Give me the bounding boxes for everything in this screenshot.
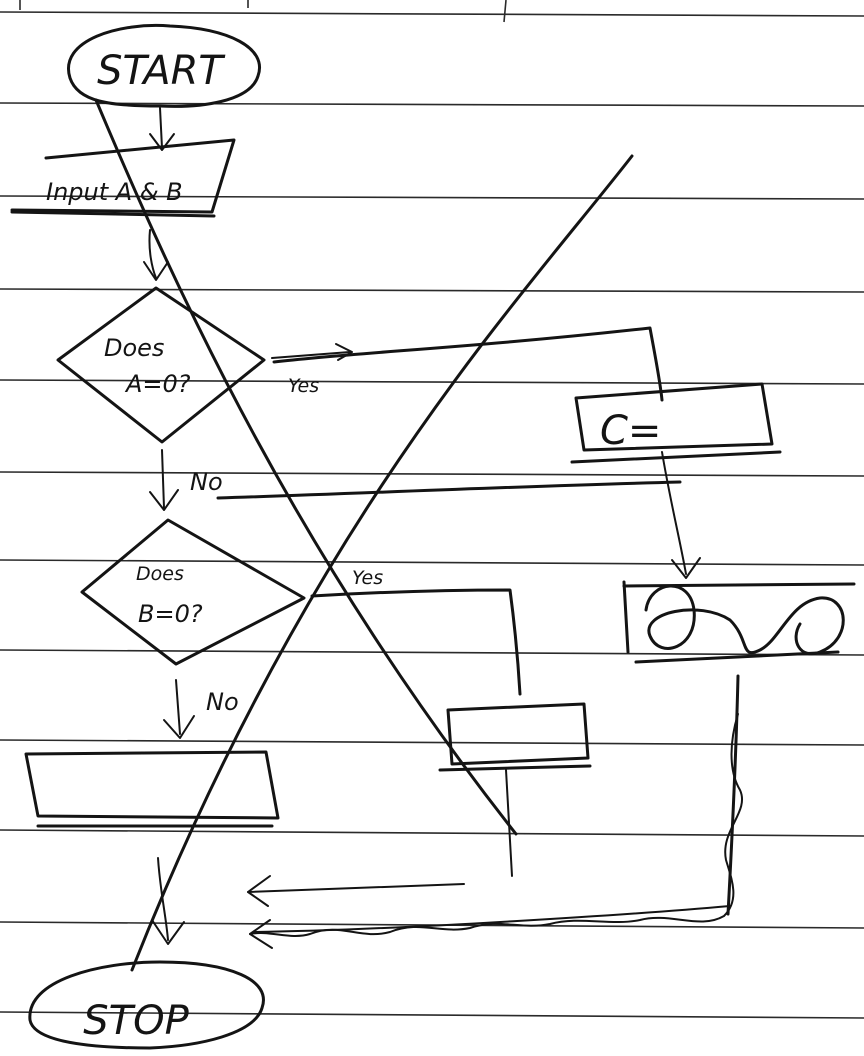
return-arrow-upper (247, 875, 465, 907)
stop-terminal: STOP (28, 960, 265, 1050)
decision-a-line1: Does (104, 334, 164, 362)
stop-oval (28, 960, 265, 1050)
no-label-a: No (190, 468, 223, 496)
input-parallelogram: Input A & B (10, 138, 236, 218)
process-box-left-rect (24, 750, 280, 820)
scribble-loops (644, 584, 845, 656)
return-path-scribble (249, 713, 743, 937)
assign-c-rect (574, 382, 774, 452)
return-path-right (249, 674, 743, 949)
strike-through-x (94, 98, 634, 972)
process-box-left (24, 750, 280, 828)
strike-line-2 (130, 154, 634, 972)
process-box-middle-rect (446, 702, 590, 766)
decision-a: Does A=0? (56, 286, 266, 444)
yes-label-a: Yes (288, 375, 319, 397)
input-shape (10, 138, 236, 214)
stop-label: STOP (83, 998, 189, 1044)
process-box-middle (438, 702, 592, 877)
yes-branch-b: Yes (310, 567, 522, 696)
assign-c-box: C= (570, 382, 782, 464)
ruled-lines (0, 0, 864, 1019)
start-oval (67, 23, 261, 108)
yes-label-b: Yes (352, 567, 383, 589)
start-terminal: START (67, 23, 261, 108)
scribbled-output-box (622, 580, 856, 664)
decision-a-line2: A=0? (124, 370, 191, 398)
assign-c-label: C= (600, 408, 661, 454)
strike-line-1 (94, 98, 518, 836)
decision-b-line1: Does (136, 563, 184, 585)
no-branch-b: No (163, 679, 239, 739)
arrow-start-to-input (149, 107, 175, 151)
input-label: Input A & B (46, 178, 183, 206)
arrow-to-stop (151, 857, 185, 945)
decision-b: Does B=0? (80, 518, 306, 666)
arrow-c-to-output (661, 451, 701, 579)
arrow-input-to-decision-a (143, 229, 169, 281)
yes-branch-a: Yes (271, 326, 664, 402)
decision-a-diamond (56, 286, 266, 444)
no-label-b: No (206, 688, 239, 716)
decision-b-line2: B=0? (138, 600, 203, 628)
start-label: START (97, 48, 226, 94)
decision-b-diamond (80, 518, 306, 666)
no-branch-a: No (149, 449, 682, 511)
